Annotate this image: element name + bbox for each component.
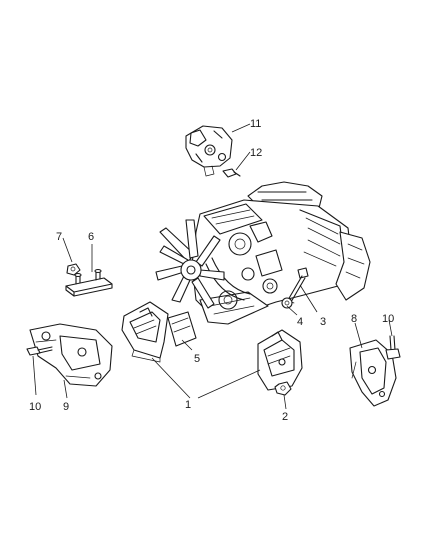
callout-10-right: 10 [382,313,394,325]
callout-4: 4 [297,316,303,328]
part-7-nut [66,263,81,276]
part-1-mount-left [121,301,169,363]
callout-3: 3 [320,316,326,328]
callout-labels: 1 2 3 4 5 6 7 8 9 10 10 11 12 [29,118,394,423]
part-12-bolt [222,168,241,178]
part-10-bolt-left [26,346,53,356]
leader-lines [32,123,393,410]
part-9-left-bracket [29,323,113,387]
callout-12: 12 [250,147,262,159]
part-8-right-bracket [349,339,397,407]
part-3-bolt [285,267,309,304]
engine-assembly [191,181,371,325]
callout-9: 9 [63,401,69,413]
part-2-nut [274,381,292,396]
cooling-fan [155,219,225,309]
callout-7: 7 [56,231,62,243]
part-6-plate [65,268,113,297]
part-10-bolt-right [385,335,401,360]
callout-6: 6 [88,231,94,243]
part-5-heat-shield [167,311,197,347]
callout-11: 11 [250,118,261,130]
callout-5: 5 [194,353,200,365]
callout-1: 1 [185,399,191,411]
part-4-nut [281,297,293,309]
callout-8: 8 [351,313,357,325]
callout-2: 2 [282,411,288,423]
part-1-mount-right [257,329,303,391]
callout-10-left: 10 [29,401,41,413]
part-11-upper-bracket [185,125,233,177]
